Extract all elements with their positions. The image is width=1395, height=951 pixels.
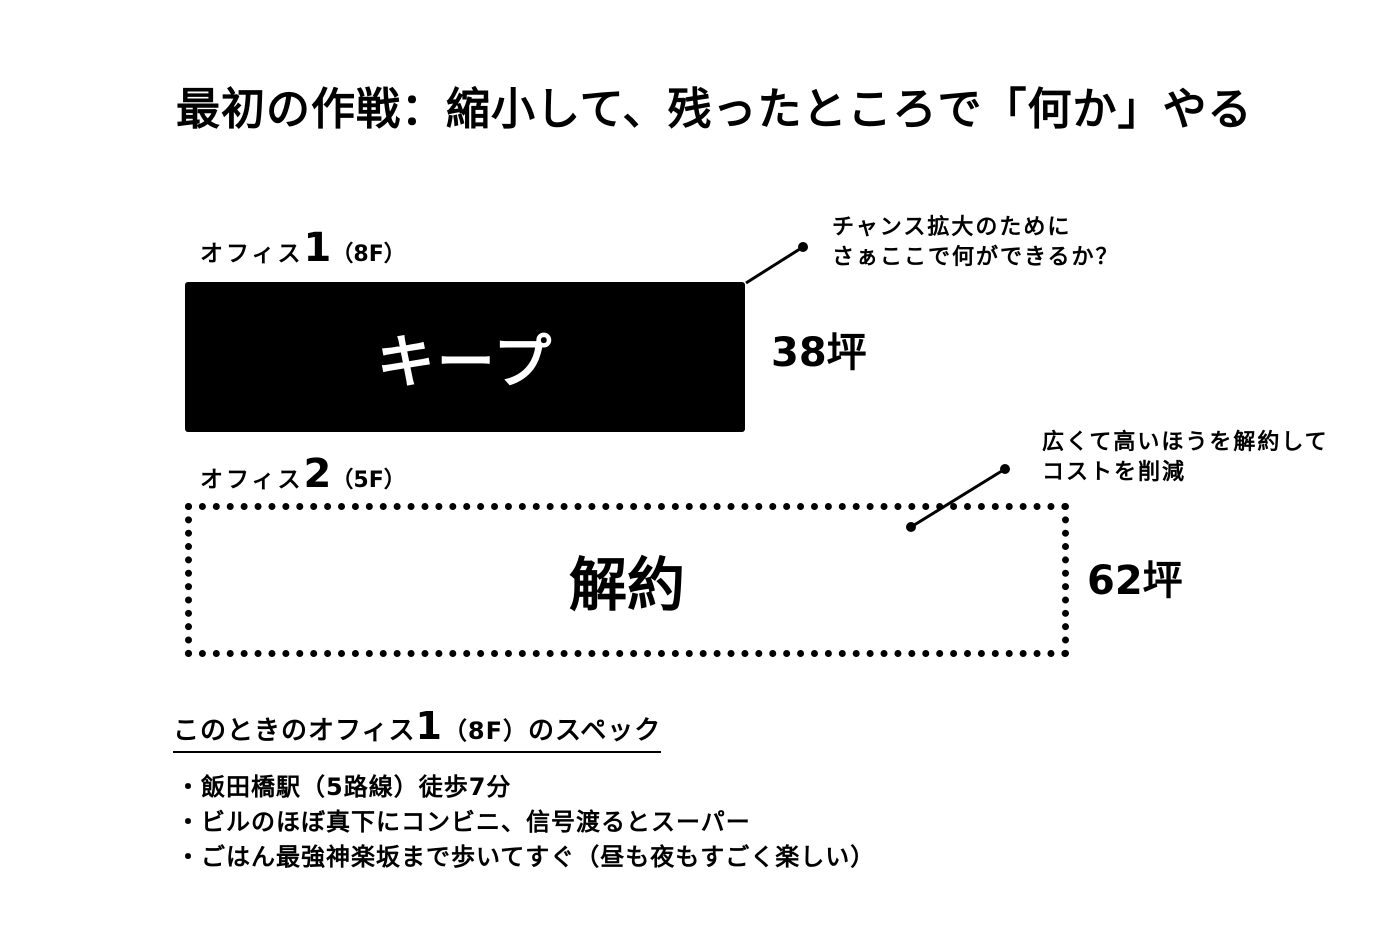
specs-heading-number: 1 — [415, 704, 443, 748]
office-1-callout-line — [745, 245, 804, 285]
specs-heading-prefix: このときのオフィス — [173, 716, 416, 746]
office-2-floor: （5F） — [331, 468, 406, 493]
office-1-number: 1 — [303, 225, 332, 271]
office-1-box: キープ — [185, 282, 745, 432]
office-1-area: 38坪 — [771, 330, 867, 376]
office-2-callout-dot-end — [1000, 464, 1010, 474]
office-1-note-line-2: さぁここで何ができるか？ — [832, 245, 1120, 270]
page-title: 最初の作戦：縮小して、残ったところで「何か」やる — [176, 84, 1253, 135]
spec-item: ごはん最強神楽坂まで歩いてすぐ（昼も夜もすごく楽しい） — [176, 840, 875, 875]
office-2-number: 2 — [303, 451, 332, 497]
office-2-area: 62坪 — [1087, 558, 1183, 604]
office-2-callout-dot-start — [906, 522, 916, 532]
office-2-label-prefix: オフィス — [200, 467, 304, 493]
spec-item: ビルのほぼ真下にコンビニ、信号渡るとスーパー — [176, 805, 875, 840]
office-1-label: オフィス1（8F） — [200, 228, 406, 275]
office-2-action: 解約 — [568, 551, 685, 619]
office-2-note-line-2: コストを削減 — [1042, 460, 1187, 485]
specs-list: 飯田橋駅（5路線）徒歩7分 ビルのほぼ真下にコンビニ、信号渡るとスーパー ごはん… — [176, 770, 875, 875]
office-1-note-line-1: チャンス拡大のために — [832, 215, 1072, 240]
office-2-note: 広くて高いほうを解約して コストを削減 — [1042, 428, 1329, 488]
office-1-floor: （8F） — [331, 242, 406, 267]
office-1-action: キープ — [376, 328, 554, 396]
office-2-note-line-1: 広くて高いほうを解約して — [1042, 430, 1329, 455]
office-2-callout-line — [910, 467, 1006, 529]
specs-heading-suffix: のスペック — [528, 716, 662, 746]
spec-item: 飯田橋駅（5路線）徒歩7分 — [176, 770, 875, 805]
office-2-label: オフィス2（5F） — [200, 454, 406, 501]
office-1-label-prefix: オフィス — [200, 241, 304, 267]
specs-heading: このときのオフィス1（8F）のスペック — [173, 707, 662, 753]
office-1-callout-dot — [798, 242, 808, 252]
office-2-box: 解約 — [185, 503, 1069, 657]
specs-heading-floor: （8F） — [442, 717, 529, 745]
office-1-note: チャンス拡大のために さぁここで何ができるか？ — [832, 213, 1120, 273]
